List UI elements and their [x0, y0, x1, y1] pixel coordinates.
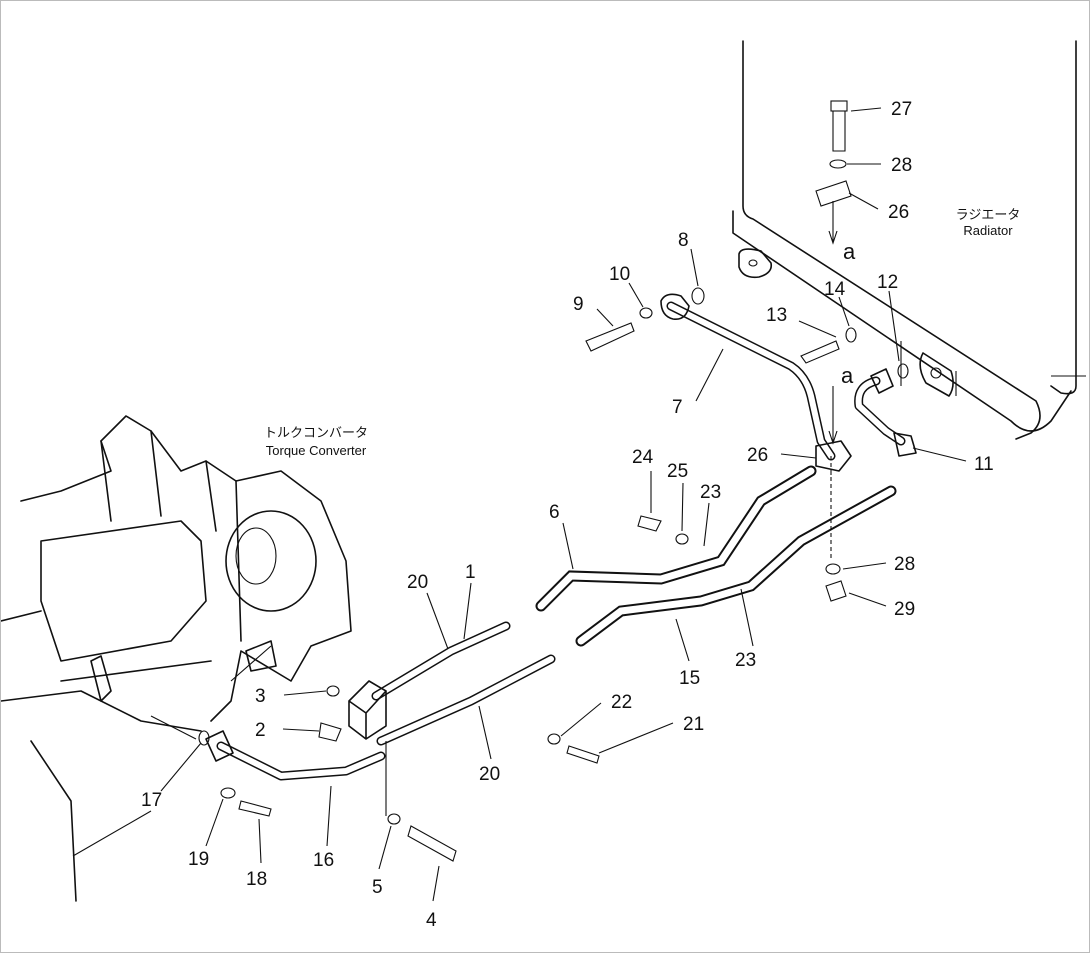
- callout: 7: [672, 397, 683, 418]
- callout: 15: [679, 668, 700, 689]
- torque-converter-label: Torque Converter: [266, 443, 367, 458]
- callout: 10: [609, 264, 630, 285]
- callout: 17: [141, 790, 162, 811]
- callout: 14: [824, 279, 846, 300]
- callout: 4: [426, 910, 437, 931]
- callout: 21: [683, 714, 704, 735]
- radiator: [732, 40, 1086, 440]
- callout: 16: [313, 850, 334, 871]
- leader-lines: [72, 107, 967, 902]
- callout: 23: [700, 482, 721, 503]
- callout: 20: [479, 764, 500, 785]
- callout: 20: [407, 572, 428, 593]
- callout: 2: [255, 720, 266, 741]
- callout: 18: [246, 869, 267, 890]
- callout: 3: [255, 686, 266, 707]
- callout: 24: [632, 447, 654, 468]
- torque-converter-label-jp: トルクコンバータ: [264, 425, 368, 440]
- callout: 13: [766, 305, 787, 326]
- callout: 5: [372, 877, 383, 898]
- torque-converter: [1, 415, 352, 902]
- callout: 11: [974, 454, 994, 475]
- callout: 26: [747, 445, 768, 466]
- callout: 27: [891, 99, 912, 120]
- callout: 12: [877, 272, 898, 293]
- radiator-label: Radiator: [963, 223, 1013, 238]
- callout: 25: [667, 461, 688, 482]
- radiator-label-jp: ラジエータ: [956, 207, 1021, 222]
- callout: 19: [188, 849, 209, 870]
- callout: 1: [465, 562, 476, 583]
- view-mark-a: a: [841, 363, 854, 388]
- fasteners: [198, 100, 909, 862]
- view-mark-a: a: [843, 239, 856, 264]
- callout: 6: [549, 502, 560, 523]
- callout: 9: [573, 294, 584, 315]
- callout: 22: [611, 692, 632, 713]
- callout: 29: [894, 599, 915, 620]
- callout: 23: [735, 650, 756, 671]
- callout: 28: [891, 155, 912, 176]
- callout: 26: [888, 202, 909, 223]
- callout: 28: [894, 554, 915, 575]
- callout: 8: [678, 230, 689, 251]
